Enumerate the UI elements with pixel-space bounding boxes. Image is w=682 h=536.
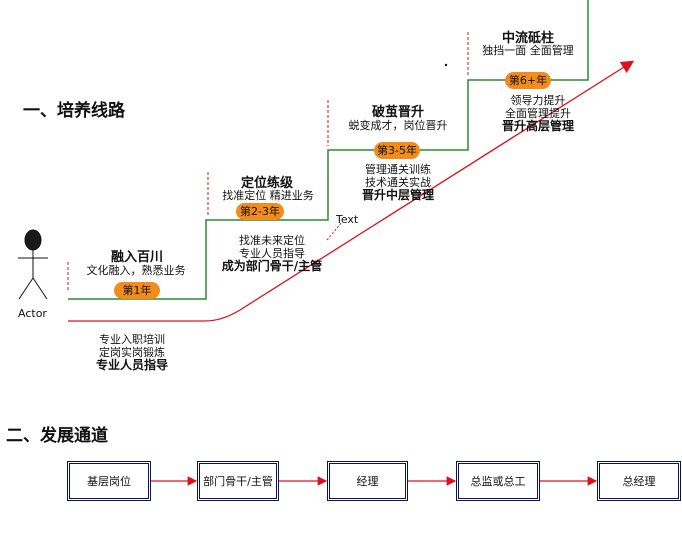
section-title-training: 一、培养线路 xyxy=(23,101,125,121)
stage4-subtitle: 独挡一面 全面管理 xyxy=(482,44,574,57)
growth-arrow xyxy=(68,60,635,322)
stage2-note-3: 成为部门骨干/主管 xyxy=(221,259,323,273)
stage1-badge: 第1年 xyxy=(114,282,160,299)
channel-box-general-manager: 总经理 xyxy=(597,461,681,501)
channel-box-director: 总监或总工 xyxy=(456,461,540,501)
stage2-title: 定位练级 xyxy=(240,176,293,191)
stage3-notes: 管理通关训练 技术通关实战 晋升中层管理 xyxy=(308,163,488,202)
stage4-notes: 领导力提升 全面管理提升 晋升高层管理 xyxy=(448,94,628,133)
channel-box-manager: 经理 xyxy=(327,461,408,501)
actor-figure xyxy=(18,229,48,300)
text-label: Text xyxy=(336,213,359,226)
stage3-subtitle: 蜕变成才，岗位晋升 xyxy=(348,119,448,132)
stage4-note-3: 晋升高层管理 xyxy=(501,119,574,133)
stage1-note-2: 定岗实岗锻炼 xyxy=(99,346,165,359)
stage4-title: 中流砥柱 xyxy=(501,31,554,46)
stage1-title: 融入百川 xyxy=(110,250,163,265)
dot-marker xyxy=(444,63,448,67)
stage1-note-3: 专业人员指导 xyxy=(95,358,168,372)
channel-box-entry: 基层岗位 xyxy=(67,461,151,501)
section-title-channel: 二、发展通道 xyxy=(6,426,108,446)
stage1-subtitle: 文化融入，熟悉业务 xyxy=(86,264,186,277)
actor-label: Actor xyxy=(18,307,47,320)
channel-box-backbone: 部门骨干/主管 xyxy=(197,461,279,501)
stage3-note-3: 晋升中层管理 xyxy=(361,188,434,202)
stage2-badge: 第2-3年 xyxy=(236,203,284,220)
stage1-notes: 专业入职培训 定岗实岗锻炼 专业人员指导 xyxy=(42,333,222,372)
stage4-note-1: 领导力提升 xyxy=(510,94,566,107)
stage3-badge: 第3-5年 xyxy=(374,142,420,159)
stage2-note-2: 专业人员指导 xyxy=(239,247,305,260)
stage4-note-2: 全面管理提升 xyxy=(505,107,571,120)
stage2-notes: 找准未来定位 专业人员指导 成为部门骨干/主管 xyxy=(182,234,362,273)
stage1-note-1: 专业入职培训 xyxy=(99,333,165,346)
stage4-badge: 第6+年 xyxy=(505,72,551,89)
stage3-title: 破茧晋升 xyxy=(371,105,424,120)
stage3-note-1: 管理通关训练 xyxy=(365,163,431,176)
stage2-note-1: 找准未来定位 xyxy=(239,234,305,247)
stage2-subtitle: 找准定位 精进业务 xyxy=(222,189,314,202)
stage3-note-2: 技术通关实战 xyxy=(365,176,431,189)
